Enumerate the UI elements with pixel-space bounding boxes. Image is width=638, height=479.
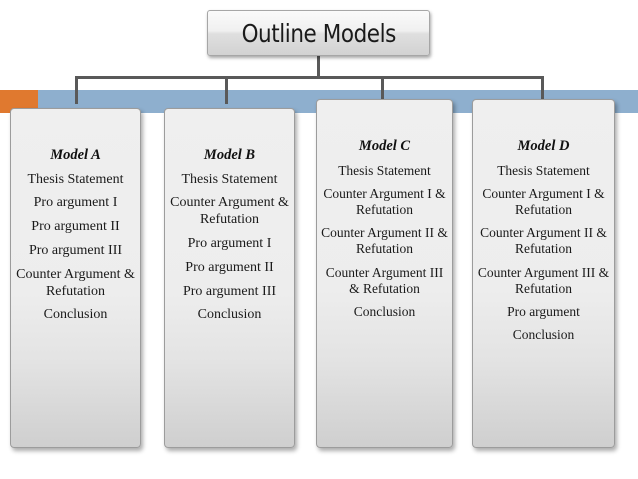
connector-drop-model-c <box>381 76 384 104</box>
list-item: Pro argument II <box>31 219 120 235</box>
diagram-title: Outline Models <box>241 18 396 48</box>
connector-stem <box>317 56 320 78</box>
list-item: Counter Argument III & Refutation <box>325 264 444 296</box>
model-c-item-list: Thesis Statement Counter Argument I & Re… <box>317 163 452 321</box>
list-item: Counter Argument I & Refutation <box>482 185 605 218</box>
model-b-item-list: Thesis Statement Counter Argument & Refu… <box>165 172 294 325</box>
model-card-b: Model B Thesis Statement Counter Argumen… <box>164 108 295 448</box>
list-item: Counter Argument I & Refutation <box>323 185 446 218</box>
list-item: Pro argument III <box>182 283 277 299</box>
model-c-title: Model C <box>358 138 411 154</box>
list-item: Conclusion <box>43 307 108 323</box>
list-item: Conclusion <box>197 307 262 323</box>
list-item: Counter Argument & Refutation <box>170 195 289 228</box>
list-item: Pro argument III <box>28 243 123 259</box>
list-item: Counter Argument & Refutation <box>16 266 135 299</box>
list-item: Conclusion <box>353 303 416 319</box>
model-card-c: Model C Thesis Statement Counter Argumen… <box>316 99 453 448</box>
model-card-d: Model D Thesis Statement Counter Argumen… <box>472 99 615 448</box>
list-item: Counter Argument II & Refutation <box>321 225 448 257</box>
accent-band-orange <box>0 90 38 113</box>
model-a-title: Model A <box>50 147 101 163</box>
list-item: Pro argument II <box>185 259 274 275</box>
list-item: Thesis Statement <box>497 162 590 178</box>
list-item: Pro argument I <box>187 236 272 252</box>
list-item: Counter Argument III & Refutation <box>477 264 610 296</box>
model-d-title: Model D <box>517 138 570 154</box>
model-a-item-list: Thesis Statement Pro argument I Pro argu… <box>11 172 140 325</box>
list-item: Pro argument <box>507 303 580 319</box>
list-item: Thesis Statement <box>338 162 431 178</box>
list-item: Counter Argument II & Refutation <box>480 225 607 257</box>
list-item: Pro argument I <box>33 195 118 211</box>
diagram-title-box: Outline Models <box>207 10 430 56</box>
model-card-a: Model A Thesis Statement Pro argument I … <box>10 108 141 448</box>
model-b-title: Model B <box>203 147 256 163</box>
model-d-item-list: Thesis Statement Counter Argument I & Re… <box>473 163 614 344</box>
connector-bus <box>75 76 543 79</box>
connector-drop-model-a <box>75 76 78 104</box>
list-item: Thesis Statement <box>27 171 124 187</box>
connector-drop-model-b <box>225 76 228 104</box>
list-item: Conclusion <box>512 327 575 343</box>
connector-drop-model-d <box>541 76 544 104</box>
list-item: Thesis Statement <box>181 171 278 187</box>
